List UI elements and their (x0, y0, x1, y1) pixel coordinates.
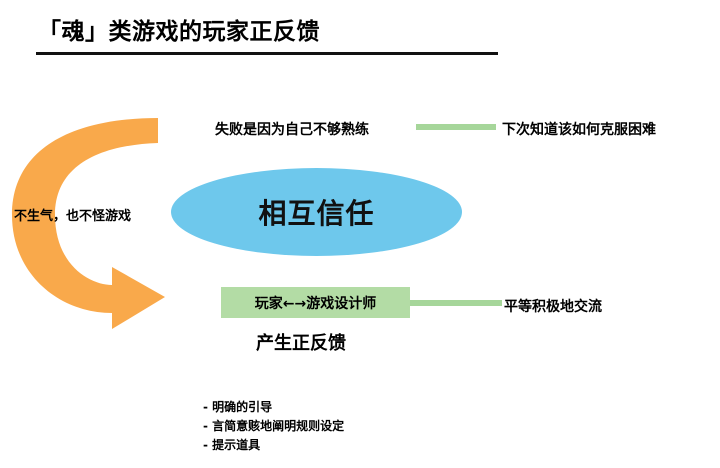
bullet-item: - 提示道具 (203, 438, 261, 452)
diagram-title: 「魂」类游戏的玩家正反馈 (38, 19, 320, 45)
loop-label: 不生气，也不怪游戏 (14, 209, 132, 224)
bullet-item: - 言简意赅地阐明规则设定 (203, 419, 345, 433)
title-underline (36, 52, 498, 55)
mutual-trust-text: 相互信任 (258, 197, 375, 230)
connector-line-top (416, 124, 496, 130)
positive-feedback-label: 产生正反馈 (256, 333, 346, 354)
failure-cause-label: 失败是因为自己不够熟练 (215, 122, 369, 138)
loop-arrow-shape (12, 118, 165, 329)
player-designer-text: 玩家←→游戏设计师 (254, 295, 377, 312)
lesson-label: 下次知道该如何克服困难 (502, 122, 656, 138)
player-designer-box: 玩家←→游戏设计师 (221, 287, 410, 318)
equal-communication-label: 平等积极地交流 (504, 299, 602, 315)
connector-line-bottom (410, 300, 502, 306)
bullet-item: - 明确的引导 (203, 400, 273, 414)
mutual-trust-ellipse: 相互信任 (171, 168, 462, 256)
